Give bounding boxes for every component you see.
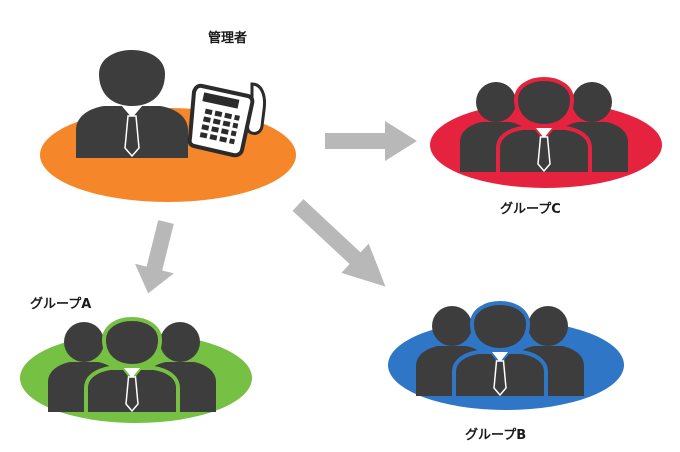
admin-label: 管理者 xyxy=(208,31,248,46)
group-c-label: グループC xyxy=(500,202,561,217)
group-icon xyxy=(48,319,216,414)
group-b-node xyxy=(388,303,624,410)
group-icon xyxy=(416,303,584,398)
person-icon xyxy=(75,49,189,159)
group-c-node xyxy=(430,79,662,188)
arrow-icon xyxy=(325,121,417,161)
arrow-icon xyxy=(284,190,400,302)
group-a-label: グループA xyxy=(30,297,92,312)
group-b-label: グループB xyxy=(465,428,527,443)
group-a-node xyxy=(20,319,252,423)
telephone-icon xyxy=(187,82,266,158)
admin-node xyxy=(40,49,296,202)
group-icon xyxy=(460,79,628,174)
arrow-icon xyxy=(128,217,186,299)
